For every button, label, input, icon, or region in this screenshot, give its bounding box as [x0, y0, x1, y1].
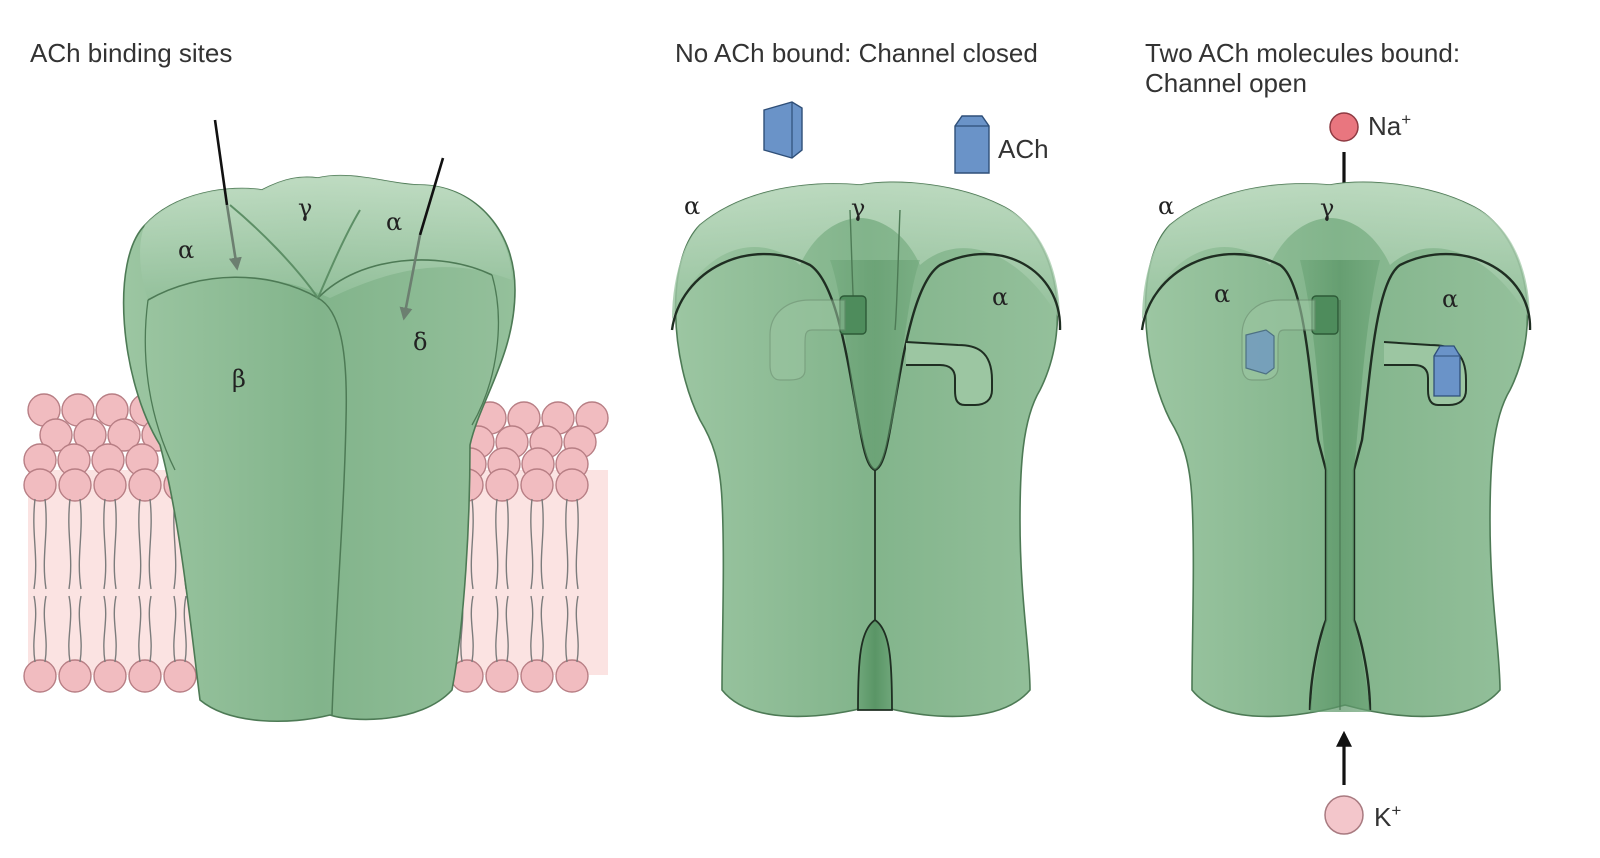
label-alpha-inner-left: α: [1214, 280, 1230, 308]
lipid-head: [107, 418, 141, 452]
label-alpha-left: α: [1158, 192, 1174, 220]
label-alpha-right: α: [1442, 285, 1458, 313]
receptor-cross-section-closed: [670, 181, 1062, 718]
label-sodium: Na+: [1368, 110, 1411, 141]
label-alpha-left: α: [178, 236, 194, 264]
panel-channel-open: Two ACh molecules bound: Channel open Na…: [1140, 38, 1532, 835]
potassium-ion: [1324, 795, 1364, 835]
binding-site-arrows: [213, 119, 445, 321]
label-gamma: γ: [851, 194, 865, 222]
lipid-head: [39, 418, 73, 452]
ach-molecule-free-right: [954, 115, 990, 174]
ach-molecule-bound-right: [1433, 345, 1461, 397]
label-gamma: γ: [1320, 194, 1334, 222]
sodium-ion: [1329, 112, 1359, 142]
label-potassium: K+: [1374, 801, 1401, 832]
panel3-title-line2: Channel open: [1145, 68, 1307, 98]
label-delta: δ: [413, 328, 427, 356]
label-gamma: γ: [298, 194, 312, 222]
panel2-title: No ACh bound: Channel closed: [675, 38, 1038, 68]
lipid-head: [73, 418, 107, 452]
label-alpha-right: α: [992, 283, 1008, 311]
label-ach: ACh: [998, 134, 1049, 164]
receptor-cross-section-open: [1140, 181, 1532, 718]
panel-channel-closed: No ACh bound: Channel closed ACh: [670, 38, 1062, 718]
label-alpha-left: α: [684, 192, 700, 220]
ach-molecule-free-left: [763, 101, 803, 159]
label-alpha-right: α: [386, 208, 402, 236]
label-beta: β: [232, 365, 246, 393]
panel-binding-sites: ACh binding sites α γ α β: [23, 38, 609, 723]
panel3-title-line1: Two ACh molecules bound:: [1145, 38, 1460, 68]
ach-molecule-bound-left: [1245, 329, 1275, 375]
panel1-title: ACh binding sites: [30, 38, 232, 68]
